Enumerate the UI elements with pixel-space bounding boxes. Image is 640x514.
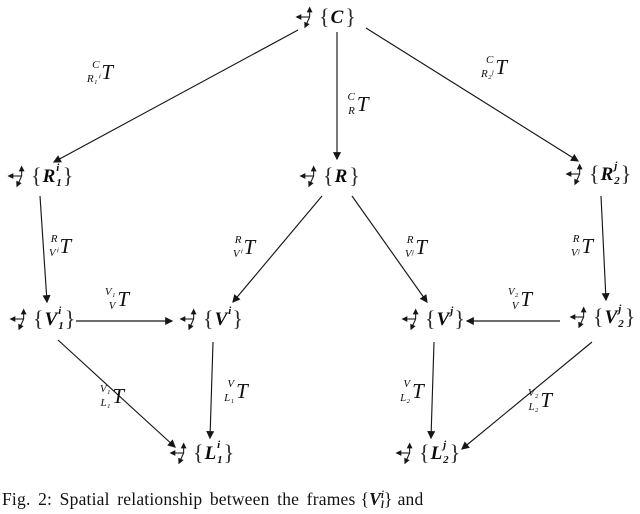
arrow-C-to-R2	[365, 27, 580, 162]
coordinate-axes-icon	[398, 306, 424, 332]
coordinate-axes-icon	[292, 4, 318, 30]
caption-suffix: and	[397, 489, 424, 509]
coordinate-axes-icon	[562, 161, 588, 187]
coordinate-axes-icon	[6, 306, 32, 332]
caption-prefix: Fig. 2: Spatial relationship between the…	[2, 489, 356, 509]
frame-node-C: {C}	[292, 4, 356, 30]
coordinate-axes-icon	[4, 163, 30, 189]
coordinate-axes-icon	[166, 440, 192, 466]
arrow-V2-to-L2	[461, 341, 593, 450]
arrow-V1-to-L1	[57, 339, 176, 448]
coordinate-axes-icon	[566, 304, 592, 330]
arrow-R2-to-V2	[600, 195, 610, 302]
arrow-C-to-R1	[52, 29, 299, 163]
arrow-R-to-Vi	[232, 195, 323, 303]
figure-caption: Fig. 2: Spatial relationship between the…	[2, 489, 638, 510]
coordinate-axes-icon	[176, 306, 202, 332]
arrow-Vj-to-L2	[427, 341, 436, 440]
arrow-R-to-Vj	[351, 195, 428, 303]
coordinate-axes-icon	[392, 440, 418, 466]
arrow-R1-to-V1	[39, 195, 51, 304]
coordinate-axes-icon	[296, 163, 322, 189]
frame-node-R: {R}	[296, 163, 360, 189]
arrow-Vi-to-L1	[206, 341, 215, 440]
